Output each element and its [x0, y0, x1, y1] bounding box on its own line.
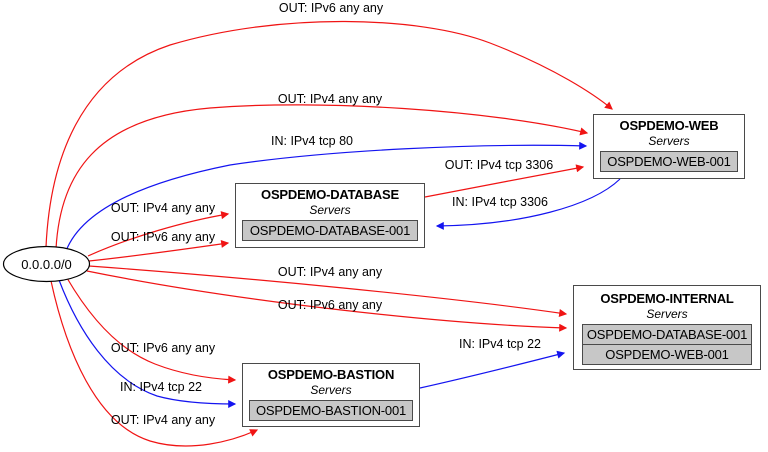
edge-in-tcp3306-web-database	[435, 178, 621, 230]
edge-out-ipv4-bastion	[50, 280, 259, 447]
source-cidr-ellipse	[2, 245, 91, 283]
node-subtitle: Servers	[310, 383, 352, 397]
edge-label-in-tcp22-bastion: IN: IPv4 tcp 22	[120, 380, 202, 394]
edge-label-out-ipv4-internal: OUT: IPv4 any any	[277, 265, 383, 279]
edge-label-in-tcp22-internal: IN: IPv4 tcp 22	[459, 337, 541, 351]
member-box: OSPDEMO-WEB-001	[582, 344, 752, 365]
node-subtitle: Servers	[648, 134, 690, 148]
edge-out-tcp3306-database-web	[424, 164, 585, 198]
node-ospdemo-bastion: OSPDEMO-BASTION Servers OSPDEMO-BASTION-…	[242, 363, 420, 427]
node-title: OSPDEMO-BASTION	[267, 367, 395, 382]
edge-label-in-tcp3306: IN: IPv4 tcp 3306	[452, 195, 548, 209]
edge-label-out-ipv4-web: OUT: IPv4 any any	[277, 92, 383, 106]
node-title: OSPDEMO-INTERNAL	[600, 291, 734, 306]
node-title: OSPDEMO-WEB	[619, 118, 719, 133]
edge-out-ipv4-web	[55, 104, 589, 250]
edge-label-out-ipv6-bastion: OUT: IPv6 any any	[110, 341, 216, 355]
edge-out-ipv4-internal	[88, 265, 568, 317]
node-ospdemo-internal: OSPDEMO-INTERNAL Servers OSPDEMO-DATABAS…	[573, 285, 761, 370]
member-box: OSPDEMO-WEB-001	[600, 151, 738, 172]
edge-label-out-ipv4-database: OUT: IPv4 any any	[110, 201, 216, 215]
node-subtitle: Servers	[309, 203, 351, 217]
node-title: OSPDEMO-DATABASE	[261, 187, 399, 202]
node-subtitle: Servers	[646, 307, 688, 321]
edge-out-ipv6-web	[45, 20, 613, 248]
edge-in-tcp80-web	[65, 141, 588, 252]
edge-in-tcp22-bastion-internal	[419, 350, 566, 389]
edge-out-ipv6-database	[88, 240, 230, 262]
edge-out-ipv4-database	[87, 211, 230, 257]
edge-label-out-ipv6-internal: OUT: IPv6 any any	[277, 298, 383, 312]
edge-label-out-ipv6-database: OUT: IPv6 any any	[110, 230, 216, 244]
edge-in-tcp22-bastion	[58, 279, 237, 408]
member-box: OSPDEMO-DATABASE-001	[582, 324, 752, 345]
source-cidr-label: 0.0.0.0/0	[21, 257, 72, 272]
edge-label-out-tcp3306: OUT: IPv4 tcp 3306	[444, 158, 554, 172]
node-ospdemo-web: OSPDEMO-WEB Servers OSPDEMO-WEB-001	[593, 114, 745, 179]
edge-label-out-ipv6-web: OUT: IPv6 any any	[278, 1, 384, 15]
member-box: OSPDEMO-BASTION-001	[249, 400, 413, 421]
edge-label-in-tcp80-web: IN: IPv4 tcp 80	[271, 134, 353, 148]
node-ospdemo-database: OSPDEMO-DATABASE Servers OSPDEMO-DATABAS…	[235, 183, 425, 248]
member-box: OSPDEMO-DATABASE-001	[242, 220, 418, 241]
edge-label-out-ipv4-bastion: OUT: IPv4 any any	[110, 413, 216, 427]
edge-out-ipv6-bastion	[66, 277, 237, 384]
edge-out-ipv6-internal	[86, 270, 568, 332]
